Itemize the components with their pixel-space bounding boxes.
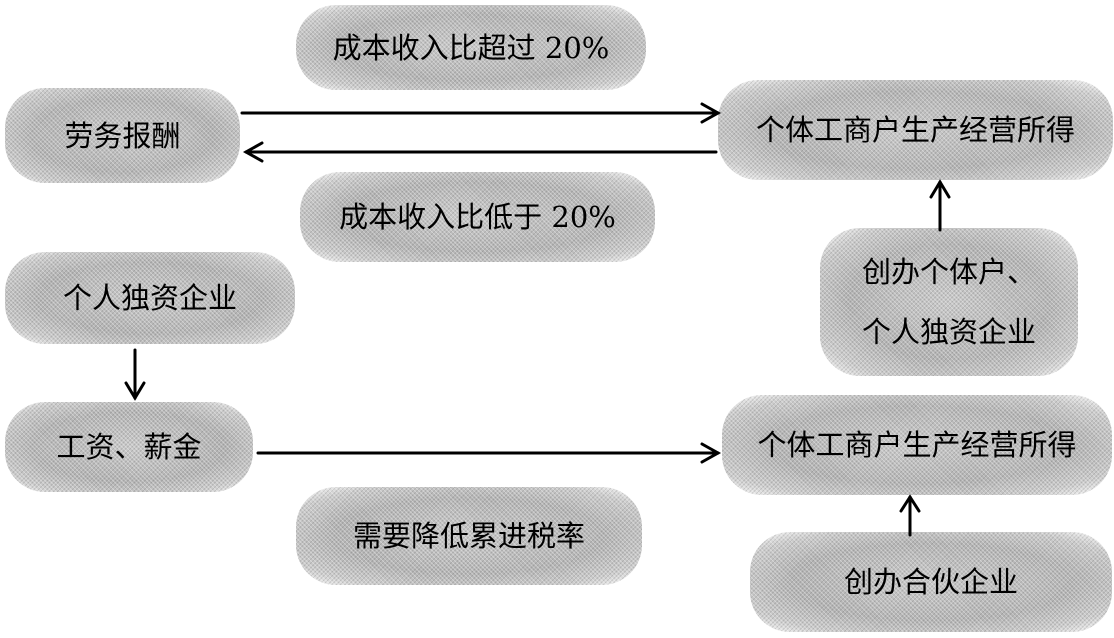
node-label: 创办合伙企业 [843,565,1018,599]
arrow-wages-to-business [256,442,722,464]
node-label: 成本收入比低于 20% [339,200,616,234]
node-labor: 劳务报酬 [5,88,240,183]
node-label: 个体工商户生产经营所得 [755,113,1075,147]
node-cost-below: 成本收入比低于 20% [300,172,655,262]
node-label: 个人独资企业 [62,281,237,315]
arrow-partnership-up [899,494,921,537]
node-cost-above: 成本收入比超过 20% [296,5,646,90]
node-business-income-2: 个体工商户生产经营所得 [722,395,1112,495]
arrow-sole-to-wages [124,348,146,401]
node-label: 个人独资企业 [861,315,1036,349]
node-label: 需要降低累进税率 [352,519,585,553]
node-label: 劳务报酬 [64,118,181,153]
arrow-found-individual-up [929,179,951,232]
node-label: 个体工商户生产经营所得 [757,428,1077,462]
arrow-business-to-labor [242,141,718,163]
node-label: 成本收入比超过 20% [332,30,610,65]
arrow-labor-to-business [240,102,722,124]
node-found-individual: 创办个体户、个人独资企业 [820,228,1078,376]
node-found-partnership: 创办合伙企业 [750,532,1112,632]
node-label: 创办个体户、 [861,255,1036,289]
node-sole-proprietorship: 个人独资企业 [5,252,295,344]
node-label: 工资、薪金 [56,430,202,464]
node-business-income-1: 个体工商户生产经营所得 [718,80,1113,180]
node-lower-rate: 需要降低累进税率 [296,487,642,585]
node-wages: 工资、薪金 [5,402,253,492]
